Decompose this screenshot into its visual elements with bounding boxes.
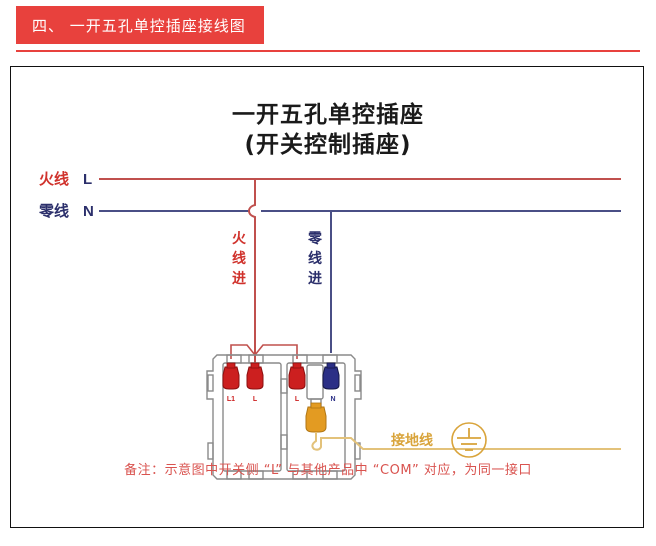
terminal-label-switch-l: L — [253, 396, 258, 403]
svg-text:零: 零 — [307, 230, 323, 247]
terminal-label-socket-n: N — [330, 396, 335, 403]
section-tab[interactable]: 四、 一开五孔单控插座接线图 — [16, 6, 264, 44]
terminal-socket-n[interactable]: N — [322, 362, 340, 403]
live-line-label-code: L — [83, 171, 92, 188]
terminal-socket-l[interactable]: L — [288, 362, 306, 403]
live-branch-to-socket-l — [254, 344, 298, 359]
live-line-label-cn: 火线 — [39, 170, 69, 188]
section-tab-label: 四、 一开五孔单控插座接线图 — [32, 16, 246, 35]
live-branch-to-l1 — [230, 344, 256, 359]
terminal-socket-earth[interactable] — [305, 402, 327, 433]
terminal-label-socket-l: L — [295, 396, 300, 403]
svg-text:线: 线 — [232, 250, 246, 267]
header-divider-rule — [16, 50, 640, 52]
svg-text:线: 线 — [308, 250, 322, 267]
neutral-in-label: 零 线 进 — [307, 230, 323, 287]
svg-text:火: 火 — [232, 231, 247, 247]
neutral-line-label-cn: 零线 — [38, 202, 69, 220]
diagram-title: 一开五孔单控插座 — [232, 102, 424, 128]
live-drop-wire — [248, 179, 256, 367]
diagram-frame: 一开五孔单控插座 (开关控制插座) 火线 L 零线 N 火 线 进 零 线 进 — [10, 66, 644, 528]
ground-wire — [311, 432, 621, 451]
terminal-label-l1: L1 — [227, 396, 235, 403]
svg-text:进: 进 — [232, 271, 246, 287]
device-housing — [206, 354, 362, 480]
earth-ground-symbol — [451, 422, 487, 458]
wiring-diagram-svg: 火线 L 零线 N 火 线 进 零 线 进 — [38, 170, 621, 480]
terminal-switch-l1[interactable]: L1 — [222, 362, 240, 403]
live-in-label: 火 线 进 — [232, 231, 247, 287]
terminal-switch-l[interactable]: L — [246, 362, 264, 403]
ground-wire-label: 接地线 — [391, 432, 433, 449]
svg-text:进: 进 — [308, 271, 322, 287]
neutral-line-label-code: N — [83, 203, 94, 220]
footer-note: 备注：示意图中开关侧 “L” 与其他产品中 “COM” 对应，为同一接口 — [124, 463, 532, 478]
diagram-subtitle: (开关控制插座) — [244, 132, 412, 158]
header-banner: 四、 一开五孔单控插座接线图 — [0, 6, 656, 52]
